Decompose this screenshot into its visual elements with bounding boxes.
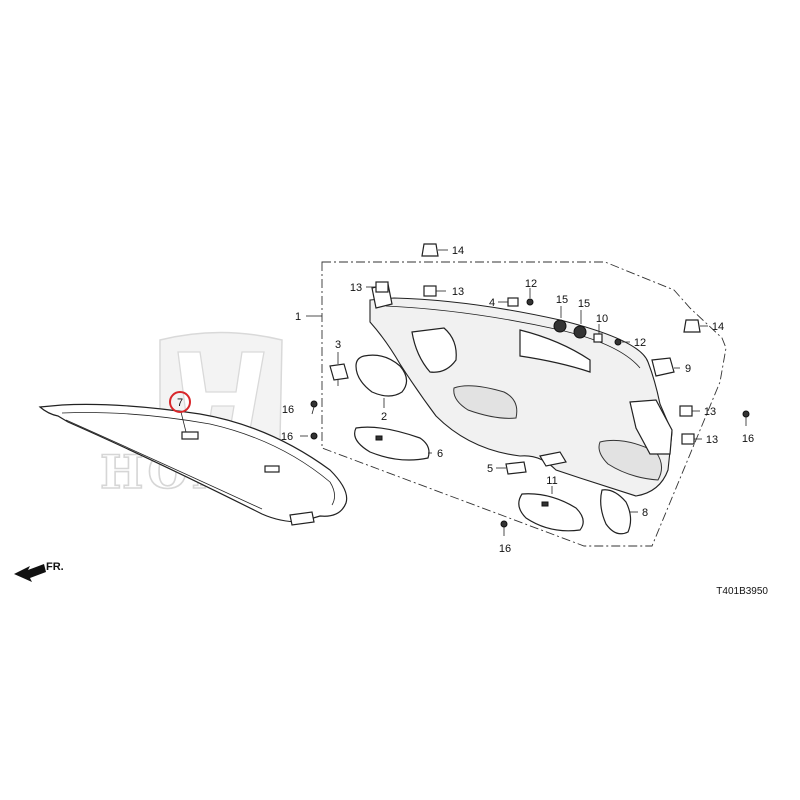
callout-15a[interactable]: 15 <box>556 294 568 306</box>
part-10-outline <box>593 333 603 343</box>
highlight-circle <box>169 391 191 413</box>
part-7-panel[interactable] <box>38 403 348 526</box>
part-16-1-head <box>310 400 318 408</box>
part-1-slot-left <box>453 385 518 419</box>
callout-14a[interactable]: 14 <box>452 245 464 257</box>
part-7-tab-2 <box>264 465 280 473</box>
part-16-screw-4[interactable] <box>742 410 750 426</box>
callout-15b[interactable]: 15 <box>578 298 590 310</box>
callout-16a[interactable]: 16 <box>282 404 294 416</box>
diagram-code: T401B3950 <box>716 586 768 597</box>
part-9-clip[interactable] <box>651 357 675 377</box>
part-14-top-outline <box>421 243 439 257</box>
part-6-screw <box>375 435 383 441</box>
part-7-tab-3 <box>289 511 315 526</box>
part-7-outline <box>38 403 348 523</box>
part-16-screw-3[interactable] <box>500 520 508 536</box>
part-12-screw-right-head <box>614 338 622 346</box>
part-1-window-left <box>411 327 457 373</box>
callout-2[interactable]: 2 <box>381 411 387 423</box>
callout-13a[interactable]: 13 <box>350 282 362 294</box>
part-9-outline <box>651 357 675 377</box>
part-5-outline <box>505 461 527 475</box>
callout-9[interactable]: 9 <box>685 363 691 375</box>
part-8-outline <box>600 489 632 535</box>
callout-7[interactable]: 7 <box>177 397 183 409</box>
part-12-screw-top[interactable] <box>526 298 534 306</box>
part-12-screw-top-head <box>526 298 534 306</box>
part-13-3-outline <box>679 405 693 417</box>
part-16-screw-1[interactable] <box>310 400 318 415</box>
callout-16c[interactable]: 16 <box>499 543 511 555</box>
part-1-handle-notch <box>539 451 567 467</box>
part-1-slot-right <box>598 439 662 481</box>
callout-13b[interactable]: 13 <box>452 286 464 298</box>
part-13-2-outline <box>423 285 437 297</box>
callout-1[interactable]: 1 <box>295 311 301 323</box>
part-10-fastener[interactable] <box>593 333 603 343</box>
arrow-left-icon <box>14 564 46 582</box>
callout-4[interactable]: 4 <box>489 297 495 309</box>
part-5-cap[interactable] <box>505 461 527 475</box>
part-13-clip-4[interactable] <box>681 433 695 445</box>
part-13-clip-2[interactable] <box>423 285 437 297</box>
part-1-side-bracket <box>629 399 673 455</box>
part-16-4-head <box>742 410 750 418</box>
part-1-center-recess <box>519 329 591 373</box>
part-2-outline <box>355 354 408 397</box>
callout-13d[interactable]: 13 <box>706 434 718 446</box>
part-7-lower-edge <box>65 419 263 510</box>
part-12-screw-right[interactable] <box>614 338 622 346</box>
part-16-3-head <box>500 520 508 528</box>
leader-7 <box>180 411 187 433</box>
part-1-top-edge <box>385 305 641 369</box>
part-7-tab <box>181 431 199 440</box>
callout-5[interactable]: 5 <box>487 463 493 475</box>
part-11-screw <box>541 501 549 507</box>
part-13-1-outline <box>375 281 389 293</box>
part-11-outline <box>518 493 584 532</box>
part-13-clip-1[interactable] <box>375 281 389 293</box>
callout-12b[interactable]: 12 <box>634 337 646 349</box>
part-7-inner-edge <box>61 412 335 506</box>
part-15-right-body <box>573 325 587 339</box>
callout-10[interactable]: 10 <box>596 313 608 325</box>
part-16-screw-2[interactable] <box>300 432 318 440</box>
part-3-outline <box>329 363 349 381</box>
callout-13c[interactable]: 13 <box>704 406 716 418</box>
callout-16d[interactable]: 16 <box>742 433 754 445</box>
part-15-grommet-right[interactable] <box>573 325 587 339</box>
part-16-1-shaft <box>311 406 315 415</box>
part-8-trim[interactable] <box>600 489 632 535</box>
part-13-4-outline <box>681 433 695 445</box>
part-14-clip-right[interactable] <box>683 319 701 333</box>
callout-3[interactable]: 3 <box>335 339 341 351</box>
callout-8[interactable]: 8 <box>642 507 648 519</box>
callout-12a[interactable]: 12 <box>525 278 537 290</box>
callout-16b[interactable]: 16 <box>281 431 293 443</box>
part-4-clip[interactable] <box>507 297 519 307</box>
part-11-handle[interactable] <box>518 493 584 532</box>
part-2-cover[interactable] <box>355 354 408 397</box>
front-direction-indicator: FR. <box>14 561 64 582</box>
part-14-right-outline <box>683 319 701 333</box>
part-15-left-body <box>553 319 567 333</box>
part-15-grommet-left[interactable] <box>553 319 567 333</box>
part-1-lining[interactable] <box>369 283 673 497</box>
callout-6[interactable]: 6 <box>437 448 443 460</box>
part-14-clip-top[interactable] <box>421 243 439 257</box>
callout-11[interactable]: 11 <box>546 475 557 487</box>
part-13-clip-3[interactable] <box>679 405 693 417</box>
callout-14b[interactable]: 14 <box>712 321 724 333</box>
part-16-2-head <box>310 432 318 440</box>
part-6-outline <box>354 426 430 461</box>
part-3-clip[interactable] <box>329 363 349 386</box>
direction-label: FR. <box>46 561 64 573</box>
part-6-handle[interactable] <box>354 426 430 461</box>
part-4-outline <box>507 297 519 307</box>
